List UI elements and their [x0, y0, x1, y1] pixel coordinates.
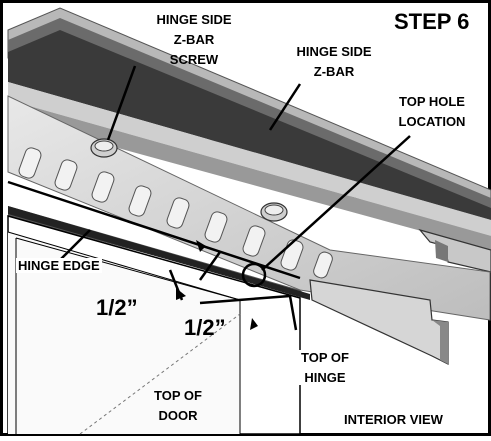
label-interior-view: INTERIOR VIEW [344, 412, 443, 427]
label-line: DOOR [158, 408, 198, 423]
label-line: HINGE [304, 370, 346, 385]
label-line: LOCATION [398, 114, 466, 129]
z-bar-screw [90, 138, 288, 222]
label-line: Z-BAR [313, 64, 355, 79]
label-hinge-side-z-bar: HINGE SIDE Z-BAR [274, 44, 394, 79]
label-top-of-hinge: TOP OF HINGE [290, 350, 360, 385]
label-dimension-lower: 1/2” [184, 315, 226, 340]
label-top-of-door: TOP OF DOOR [148, 388, 208, 423]
label-top-hole-location: TOP HOLE LOCATION [382, 94, 482, 129]
label-line: HINGE SIDE [156, 12, 232, 27]
dimension-arrows [176, 240, 258, 330]
label-hinge-side-z-bar-screw: HINGE SIDE Z-BAR SCREW [134, 12, 254, 67]
lower-profile [309, 279, 449, 365]
label-line: SCREW [169, 52, 219, 67]
top-hole-marker [241, 262, 267, 288]
label-dimension-upper: 1/2” [96, 295, 138, 320]
label-line: TOP HOLE [399, 94, 465, 109]
label-line: HINGE SIDE [296, 44, 372, 59]
label-line: Z-BAR [173, 32, 215, 47]
label-hinge-edge: HINGE EDGE [16, 258, 102, 273]
step-label: STEP 6 [394, 9, 470, 34]
label-line: TOP OF [154, 388, 202, 403]
label-line: TOP OF [301, 350, 349, 365]
